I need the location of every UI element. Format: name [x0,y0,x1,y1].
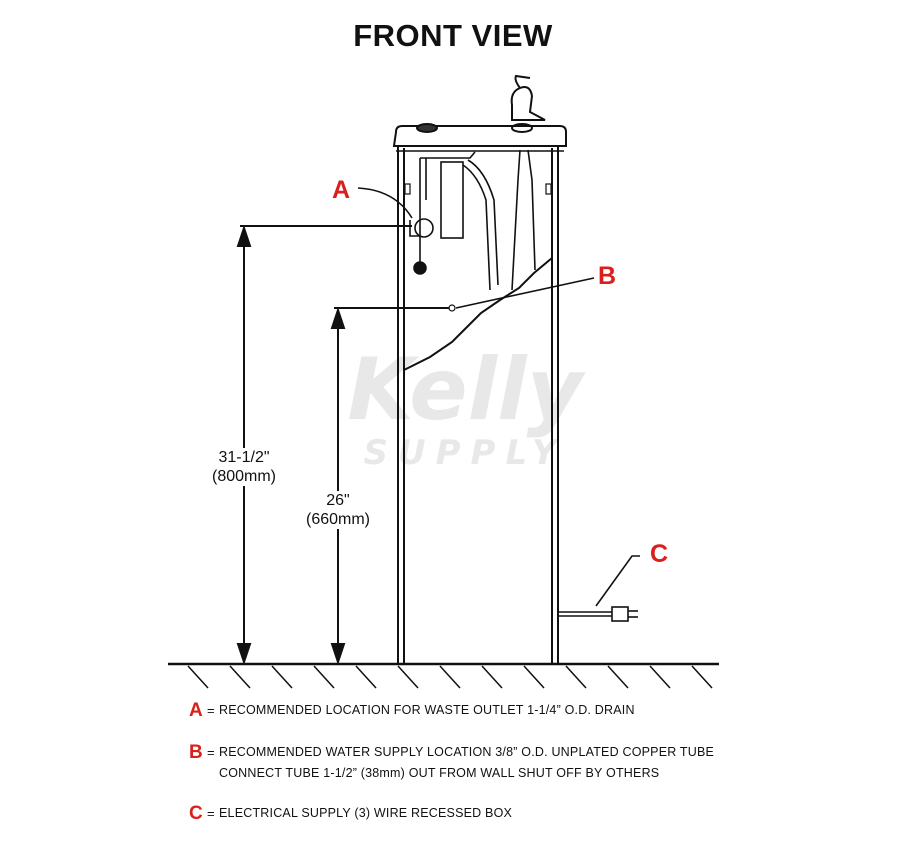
legend-equals: = [207,806,215,821]
cutaway-break-line [403,257,553,371]
legend-key-a: A [189,700,203,721]
legend-key-b: B [189,742,203,763]
cabinet-outline [392,125,567,664]
dimension-outer-metric: (800mm) [211,468,276,485]
legend-equals: = [207,745,215,760]
leader-c [595,555,640,607]
watermark-sub: SUPPLY [363,433,567,473]
dimension-outer-label: 31-1/2" (800mm) [200,448,288,486]
dimension-inner-imperial: 26" [326,492,350,509]
leader-b [455,277,595,309]
watermark-brand: Kelly [347,340,583,440]
legend-item-c: C = ELECTRICAL SUPPLY (3) WIRE RECESSED … [189,803,512,825]
legend-line: RECOMMENDED LOCATION FOR WASTE OUTLET 1-… [219,703,635,717]
legend-line: ELECTRICAL SUPPLY (3) WIRE RECESSED BOX [219,806,513,820]
internal-plumbing [409,149,536,291]
dimension-outer-imperial: 31-1/2" [218,449,270,466]
legend-key-c: C [189,803,203,824]
callout-b: B [598,262,617,290]
legend-line: CONNECT TUBE 1-1/2” (38mm) OUT FROM WALL… [219,766,660,780]
legend-item-b: B = RECOMMENDED WATER SUPPLY LOCATION 3/… [189,742,714,784]
legend-text-c: ELECTRICAL SUPPLY (3) WIRE RECESSED BOX [219,803,512,824]
floor-hatching [187,665,713,689]
callout-c: C [650,540,669,568]
bubbler-spout [510,74,546,133]
push-button [416,123,438,133]
dimension-inner-label: 26" (660mm) [294,491,382,529]
legend-text-b: RECOMMENDED WATER SUPPLY LOCATION 3/8” O… [219,742,714,784]
legend-line: RECOMMENDED WATER SUPPLY LOCATION 3/8” O… [219,745,715,759]
dimension-outer [236,224,412,666]
dimension-inner-metric: (660mm) [305,511,370,528]
leader-a [357,187,413,219]
legend-equals: = [207,703,215,718]
callout-a: A [332,176,351,204]
legend-item-a: A = RECOMMENDED LOCATION FOR WASTE OUTLE… [189,700,635,722]
legend-text-a: RECOMMENDED LOCATION FOR WASTE OUTLET 1-… [219,700,635,721]
power-cord [558,606,638,622]
page-title: FRONT VIEW [353,18,553,53]
watermark-logo: Kelly SUPPLY [300,345,630,471]
dimension-inner [330,306,450,666]
